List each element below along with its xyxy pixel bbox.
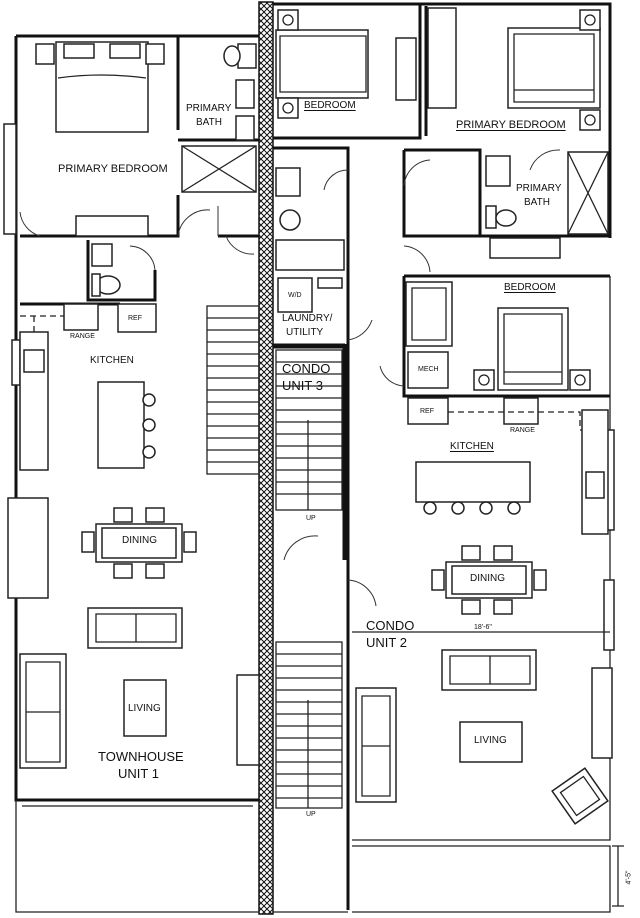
condo-3-outline <box>273 2 422 913</box>
bed-center <box>275 29 369 99</box>
stair-up-label-lower: UP <box>306 811 316 818</box>
stair-upper <box>206 305 260 475</box>
unit-name-condo-2-2: UNIT 2 <box>366 635 407 650</box>
sofa-right-top <box>441 649 537 691</box>
room-label-primary-bedroom-right: PRIMARY BEDROOM <box>456 119 566 131</box>
range-label-left: RANGE <box>70 333 95 340</box>
coffee-table-left <box>123 679 167 737</box>
sofa-left-side <box>19 653 67 769</box>
party-wall <box>258 1 274 915</box>
armchair-right <box>551 767 609 825</box>
stair-center-lower <box>275 641 343 809</box>
wd-label: W/D <box>288 292 302 299</box>
room-label-laundry-1: LAUNDRY/ <box>282 313 333 324</box>
room-label-primary-bath-left-2: BATH <box>196 117 222 128</box>
room-label-primary-bedroom-left: PRIMARY BEDROOM <box>58 163 168 175</box>
unit-name-condo-3-1: CONDO <box>282 361 331 376</box>
room-label-primary-bath-right-2: BATH <box>524 197 550 208</box>
bed-right <box>497 307 569 391</box>
mech-label: MECH <box>418 366 439 373</box>
ref-label-left: REF <box>128 315 142 322</box>
side-dimension-label: 4'-5" <box>625 870 633 885</box>
room-label-kitchen-right: KITCHEN <box>450 441 494 452</box>
stair-center-upper <box>275 349 343 511</box>
bed-right-primary <box>507 27 601 109</box>
room-label-kitchen-left: KITCHEN <box>90 355 134 366</box>
coffee-table-right <box>459 721 523 763</box>
room-label-dining-left: DINING <box>122 535 157 546</box>
sofa-left-top <box>87 607 183 649</box>
range-label-right: RANGE <box>510 427 535 434</box>
unit-name-condo-2-1: CONDO <box>366 618 415 633</box>
room-label-living-left: LIVING <box>128 703 161 714</box>
room-label-dining-right: DINING <box>470 573 505 584</box>
room-label-laundry-2: UTILITY <box>286 327 324 338</box>
stair-up-label-upper: UP <box>306 515 316 522</box>
unit-name-townhouse-1: TOWNHOUSE <box>98 749 184 764</box>
room-label-living-right: LIVING <box>474 735 507 746</box>
townhouse-outline <box>3 34 259 913</box>
unit-name-townhouse-2: UNIT 1 <box>118 766 159 781</box>
room-label-primary-bath-left-1: PRIMARY <box>186 103 232 114</box>
dimension-label: 18'-6" <box>474 624 492 631</box>
ref-label-right: REF <box>420 408 434 415</box>
unit-name-condo-3-2: UNIT 3 <box>282 378 323 393</box>
room-label-primary-bath-right-1: PRIMARY <box>516 183 562 194</box>
island-right <box>415 461 531 503</box>
room-label-bedroom-right: BEDROOM <box>504 282 556 293</box>
condo-2-outline <box>352 2 615 913</box>
sofa-right-side <box>355 687 397 803</box>
room-label-bedroom-center: BEDROOM <box>304 100 356 111</box>
